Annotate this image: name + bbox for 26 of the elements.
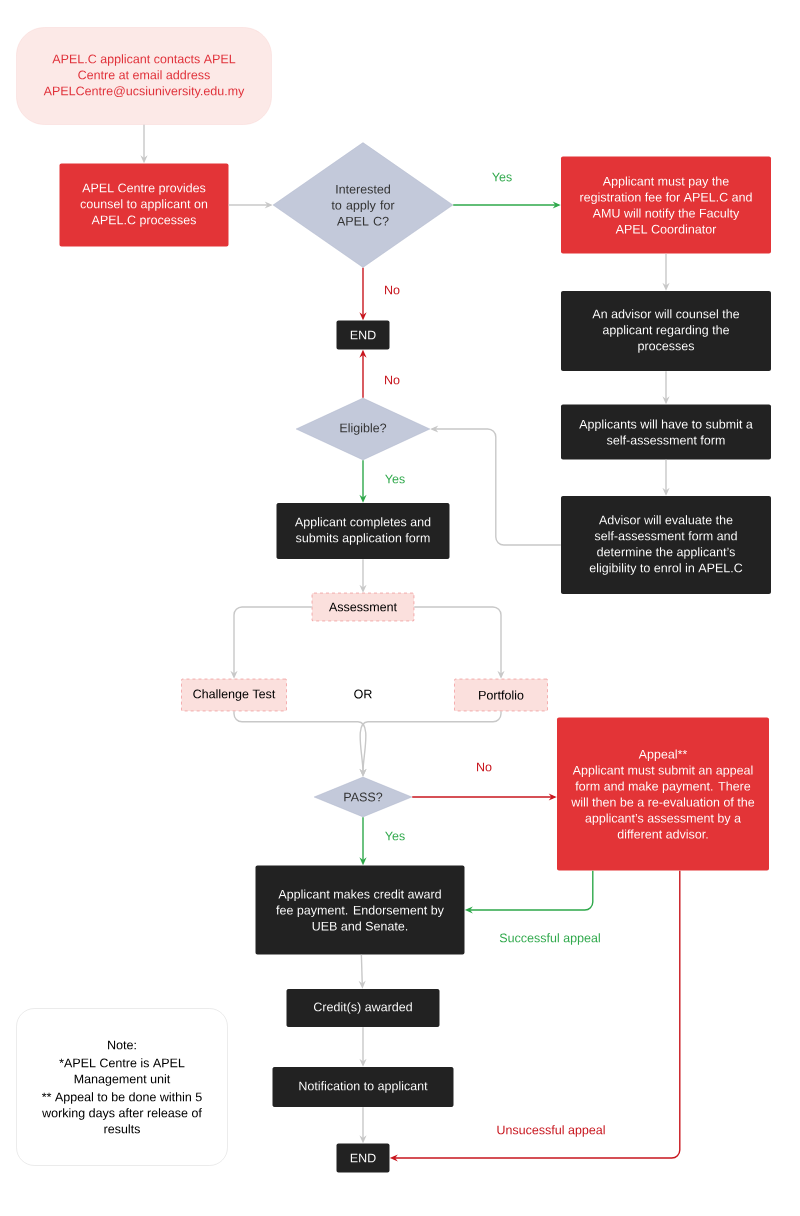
edge-label: Unsucessful appeal [495,1124,607,1138]
process-box: An advisor will counsel the applicant regarding the processes [561,291,771,371]
process-box: Advisor will evaluate the self-assessment form and determine the applicant’s eligibility to enrol in APEL.C [561,496,771,594]
edge-label: Yes [383,473,407,485]
process-box: Notification to applicant [272,1067,454,1107]
process-box: Credit(s) awarded [286,989,440,1027]
process-box: Applicant completes and submits application form [276,503,450,559]
note-box: Note: *APEL Centre is APEL Management unit ** Appeal to be done within 5 working days after release of results [16,1008,228,1166]
process-box: Applicants will have to submit a self-assessment form [561,404,771,460]
option-box: Assessment [311,592,415,622]
edge-label: No [383,374,401,386]
edge-label: No [475,761,493,773]
start-box: APEL.C applicant contacts APEL Centre at email address APELCentre@ucsiuniversity.edu.my [16,27,272,125]
edge-label: No [383,284,401,296]
end-box: END [336,320,390,350]
edge-label: Yes [383,830,407,842]
appeal-box: Appeal** Applicant must submit an appeal form and make payment. There will then be a re-evaluation of the applicant’s assessment by a different advisor. [557,717,769,871]
process-box: Applicant must pay the registration fee for APEL.C and AMU will notify the Faculty APEL Coordinator [561,156,771,254]
process-box: Applicant makes credit award fee payment. Endorsement by UEB and Senate. [255,865,465,955]
process-box: APEL Centre provides counsel to applicant on APEL.C processes [59,163,229,247]
or-label: OR [354,689,372,699]
edge-label: Successful appeal [498,932,602,946]
option-box: Challenge Test [181,678,287,712]
edge-label: Yes [490,171,514,183]
end-box: END [336,1143,390,1173]
option-box: Portfolio [454,678,548,712]
